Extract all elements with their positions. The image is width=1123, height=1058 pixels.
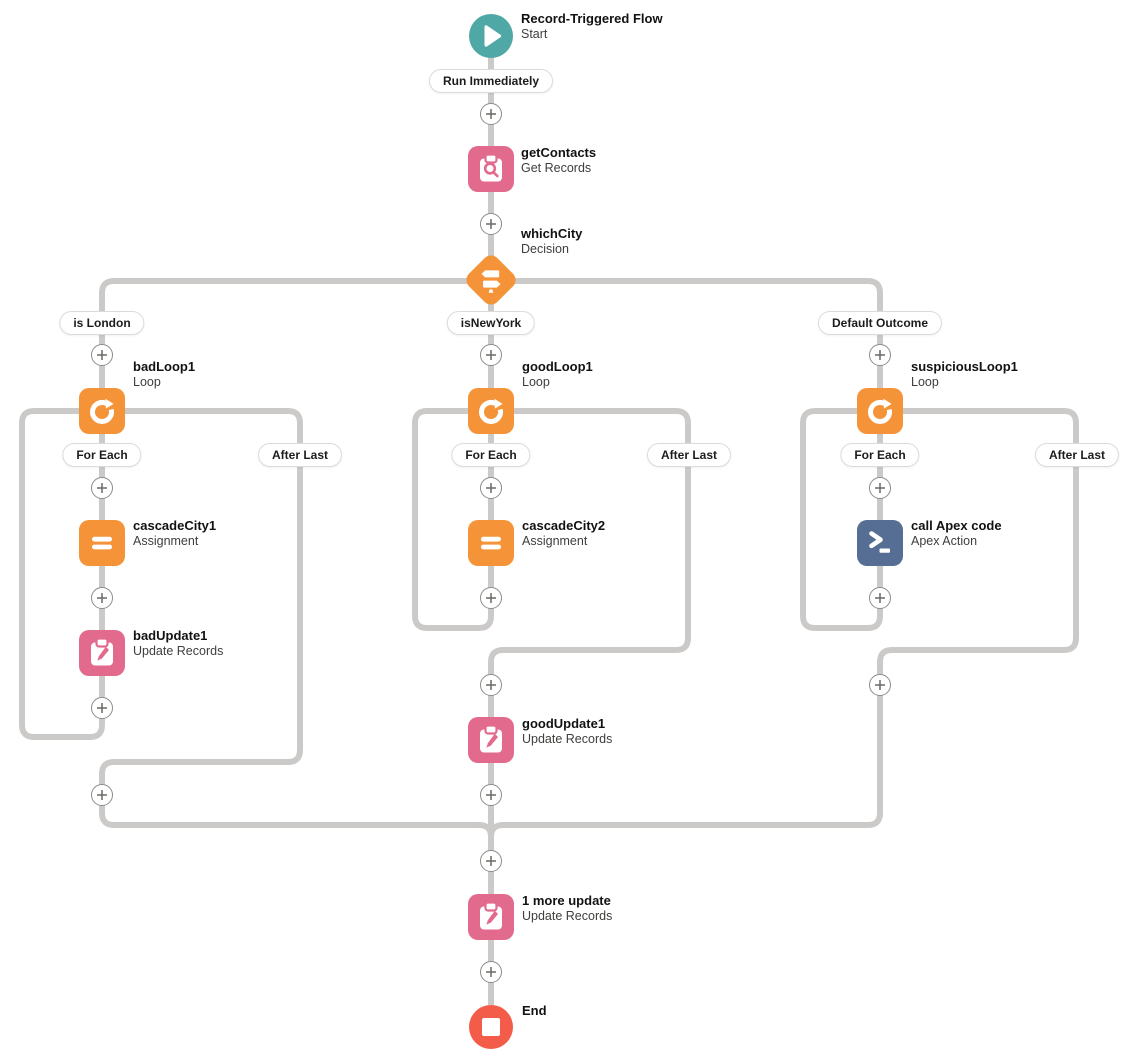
end-node[interactable]	[469, 1005, 513, 1049]
loop-node-badLoop1[interactable]	[79, 388, 125, 434]
node-label-goodLoop1: goodLoop1 Loop	[522, 359, 593, 389]
assignment-node-cascadeCity2[interactable]	[468, 520, 514, 566]
add-element-button[interactable]	[480, 344, 502, 366]
for-each-badge: For Each	[840, 443, 920, 467]
outcome-badge-is-london: is London	[59, 311, 145, 335]
loop-node-goodLoop1[interactable]	[468, 388, 514, 434]
add-element-button[interactable]	[480, 674, 502, 696]
get-records-icon	[480, 153, 502, 182]
start-node[interactable]	[469, 14, 513, 58]
after-last-badge: After Last	[646, 443, 732, 467]
plus-icon	[486, 350, 496, 360]
schedule-badge: Run Immediately	[428, 69, 554, 93]
node-label-whichCity: whichCity Decision	[521, 226, 583, 256]
node-label-callApexCode: call Apex code Apex Action	[911, 518, 1002, 548]
node-label-goodUpdate1: goodUpdate1 Update Records	[522, 716, 613, 746]
outcome-badge-default: Default Outcome	[817, 311, 943, 335]
add-element-button[interactable]	[869, 587, 891, 609]
node-label-start: Record-Triggered Flow Start	[521, 11, 663, 41]
after-last-badge: After Last	[1034, 443, 1120, 467]
add-element-button[interactable]	[480, 587, 502, 609]
plus-icon	[97, 790, 107, 800]
node-label-suspiciousLoop1: suspiciousLoop1 Loop	[911, 359, 1018, 389]
plus-icon	[97, 703, 107, 713]
add-element-button[interactable]	[480, 477, 502, 499]
node-label-cascadeCity2: cascadeCity2 Assignment	[522, 518, 606, 548]
node-label-end: End	[522, 1003, 547, 1018]
loop-icon	[90, 398, 114, 424]
node-label-1moreUpdate: 1 more update Update Records	[522, 893, 613, 923]
plus-icon	[486, 680, 496, 690]
plus-icon	[875, 680, 885, 690]
add-element-button[interactable]	[91, 477, 113, 499]
plus-icon	[875, 593, 885, 603]
plus-icon	[486, 483, 496, 493]
plus-icon	[97, 483, 107, 493]
update-records-icon	[480, 901, 502, 930]
get-records-node-getContacts[interactable]	[468, 146, 514, 192]
loop-icon	[868, 398, 892, 424]
add-element-button[interactable]	[91, 784, 113, 806]
update-records-icon	[480, 724, 502, 753]
add-element-button[interactable]	[869, 477, 891, 499]
add-element-button[interactable]	[480, 784, 502, 806]
loop-icon	[479, 398, 503, 424]
loop-node-suspiciousLoop1[interactable]	[857, 388, 903, 434]
node-label-cascadeCity1: cascadeCity1 Assignment	[133, 518, 217, 548]
decision-signpost-icon	[481, 270, 501, 293]
add-element-button[interactable]	[91, 344, 113, 366]
plus-icon	[97, 350, 107, 360]
outcome-badge-is-new-york: isNewYork	[446, 311, 536, 335]
plus-icon	[875, 350, 885, 360]
add-element-button[interactable]	[869, 674, 891, 696]
plus-icon	[486, 790, 496, 800]
play-icon	[484, 25, 502, 47]
assignment-node-cascadeCity1[interactable]	[79, 520, 125, 566]
add-element-button[interactable]	[91, 697, 113, 719]
add-element-button[interactable]	[91, 587, 113, 609]
stop-icon	[482, 1018, 500, 1036]
add-element-button[interactable]	[480, 103, 502, 125]
plus-icon	[97, 593, 107, 603]
plus-icon	[486, 856, 496, 866]
plus-icon	[875, 483, 885, 493]
add-element-button[interactable]	[480, 850, 502, 872]
plus-icon	[486, 593, 496, 603]
add-element-button[interactable]	[869, 344, 891, 366]
node-label-badUpdate1: badUpdate1 Update Records	[133, 628, 224, 658]
for-each-badge: For Each	[451, 443, 531, 467]
assignment-icon	[481, 536, 501, 550]
apex-action-node-callApexCode[interactable]	[857, 520, 903, 566]
node-label-getContacts: getContacts Get Records	[521, 145, 597, 175]
plus-icon	[486, 109, 496, 119]
update-records-icon	[91, 637, 113, 666]
update-records-node-badUpdate1[interactable]	[79, 630, 125, 676]
add-element-button[interactable]	[480, 213, 502, 235]
add-element-button[interactable]	[480, 961, 502, 983]
after-last-badge: After Last	[257, 443, 343, 467]
for-each-badge: For Each	[62, 443, 142, 467]
plus-icon	[486, 219, 496, 229]
apex-terminal-icon	[869, 531, 890, 553]
plus-icon	[486, 967, 496, 977]
update-records-node-1moreUpdate[interactable]	[468, 894, 514, 940]
assignment-icon	[92, 536, 112, 550]
node-label-badLoop1: badLoop1 Loop	[133, 359, 196, 389]
update-records-node-goodUpdate1[interactable]	[468, 717, 514, 763]
